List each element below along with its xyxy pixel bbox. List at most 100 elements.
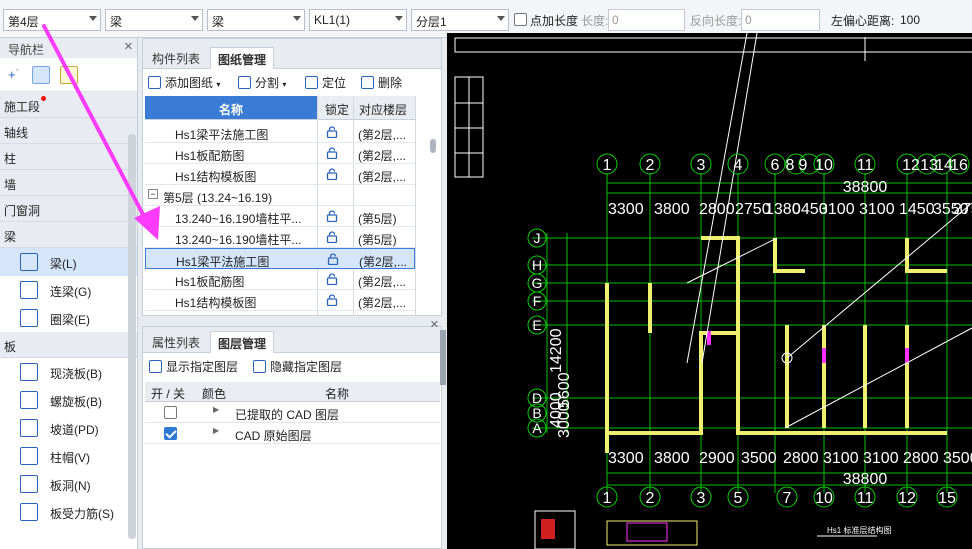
lock-icon[interactable]: [326, 210, 338, 222]
nav-item-spiral-slab[interactable]: 螺旋板(B): [0, 386, 137, 414]
nav-item-ramp[interactable]: 坡道(PD): [0, 414, 137, 442]
axis-label-top: 12: [902, 157, 920, 174]
chevron-right-icon[interactable]: ▶: [213, 405, 220, 414]
ring-beam-icon: [20, 309, 38, 327]
tab-drawing-management[interactable]: 图纸管理: [210, 47, 275, 69]
hide-layer-button[interactable]: 隐藏指定图层: [253, 358, 342, 375]
chevron-down-icon: [89, 16, 97, 21]
nav-section-construction-stage[interactable]: 施工段: [0, 92, 137, 118]
lock-icon[interactable]: [326, 294, 338, 306]
table-row[interactable]: Hs1结构模板图(第2层,...: [145, 290, 415, 311]
column-header-name: 名称: [325, 387, 350, 401]
add-drawing-button[interactable]: 添加图纸 ▾: [148, 74, 220, 91]
lock-icon[interactable]: [326, 273, 338, 285]
table-row[interactable]: Hs1结构模板图(第2层,...: [145, 164, 415, 185]
axis-label-left: D: [532, 390, 542, 406]
member-select[interactable]: KL1(1): [309, 9, 407, 31]
collapse-icon[interactable]: −: [148, 189, 158, 199]
row-name: 第5层 (13.24~16.19): [163, 191, 273, 205]
drawing-scrollbar[interactable]: [430, 139, 436, 153]
tab-property-list[interactable]: 属性列表: [145, 331, 207, 353]
nav-section-slab[interactable]: 板: [0, 332, 137, 358]
reference-lines: [686, 33, 972, 429]
offset-label: 左偏心距离:: [831, 14, 895, 28]
locate-icon: [305, 76, 318, 89]
column-header-color: 颜色: [202, 387, 227, 401]
action-label: 隐藏指定图层: [270, 360, 343, 374]
lock-icon[interactable]: [326, 231, 338, 243]
lock-icon[interactable]: [326, 126, 338, 138]
list-view-icon[interactable]: [32, 66, 50, 84]
nav-item-beam[interactable]: 梁(L): [0, 248, 137, 276]
layer-toggle-checkbox[interactable]: [164, 427, 177, 440]
add-length-label: 点加长度: [530, 14, 579, 28]
table-group-row[interactable]: −第5层 (13.24~16.19): [145, 185, 415, 206]
nav-section-axis[interactable]: 轴线: [0, 118, 137, 144]
sparkle-icon[interactable]: +˙: [8, 67, 20, 82]
split-button[interactable]: 分割 ▾: [238, 74, 286, 91]
layer-tabs: 属性列表 图层管理: [143, 327, 441, 353]
show-layer-button[interactable]: 显示指定图层: [149, 358, 238, 375]
reverse-length-input[interactable]: 0: [741, 9, 820, 31]
detail-view-icon[interactable]: [60, 66, 78, 84]
row-floor: (第2层,...: [358, 296, 407, 310]
type-select[interactable]: 梁: [207, 9, 305, 31]
nav-section-door-window[interactable]: 门窗洞: [0, 196, 137, 222]
lock-icon[interactable]: [326, 147, 338, 159]
tab-component-list[interactable]: 构件列表: [145, 47, 207, 69]
lock-icon[interactable]: [327, 253, 339, 265]
nav-item-ring-beam[interactable]: 圈梁(E): [0, 304, 137, 332]
floor-select-value: 第4层: [8, 15, 39, 29]
dimension-bottom: 2900: [699, 450, 735, 467]
dimension-top: 1450: [899, 201, 935, 218]
dimension-top: 3550: [933, 201, 969, 218]
close-icon[interactable]: ✕: [123, 41, 133, 53]
offset-input[interactable]: 100: [896, 9, 972, 31]
add-length-checkbox[interactable]: [514, 13, 527, 26]
marker-circle: [781, 352, 793, 364]
panel-splitter[interactable]: [440, 330, 446, 385]
column-header-lock[interactable]: 锁定: [325, 103, 350, 117]
chevron-right-icon[interactable]: ▶: [213, 426, 220, 435]
sublayer-select[interactable]: 分层1: [411, 9, 509, 31]
layer-panel: ✕ 属性列表 图层管理 显示指定图层 隐藏指定图层 开 / 关 颜色 名称 ▶ …: [142, 319, 442, 549]
table-row[interactable]: Hs1板配筋图(第2层,...: [145, 269, 415, 290]
tab-label: 属性列表: [152, 336, 201, 350]
row-floor: (第2层,...: [359, 255, 408, 269]
floor-select[interactable]: 第4层: [3, 9, 101, 31]
layer-row[interactable]: ▶ CAD 原始图层: [145, 423, 440, 444]
dimension-bottom: 3500: [741, 450, 777, 467]
nav-item-column-cap[interactable]: 柱帽(V): [0, 442, 137, 470]
layer-toggle-checkbox[interactable]: [164, 406, 177, 419]
table-row[interactable]: 13.240~16.190墙柱平...(第5层): [145, 206, 415, 227]
length-input[interactable]: 0: [608, 9, 685, 31]
close-icon[interactable]: ✕: [429, 319, 439, 331]
nav-section-wall[interactable]: 墙: [0, 170, 137, 196]
top-toolbar: 第4层 梁 梁 KL1(1) 分层1 点加长度 长度: 0 反向长度: 0 左偏…: [0, 0, 972, 38]
nav-section-column[interactable]: 柱: [0, 144, 137, 170]
locate-button[interactable]: 定位: [305, 74, 346, 91]
nav-section-beam[interactable]: 梁: [0, 222, 137, 248]
column-header-floor[interactable]: 对应楼层: [359, 103, 408, 117]
column-header-name[interactable]: 名称: [145, 96, 317, 119]
table-row-selected[interactable]: Hs1梁平法施工图(第2层,...: [145, 248, 415, 269]
delete-button[interactable]: 删除: [361, 74, 402, 91]
nav-title-bar: 导航栏 ✕: [0, 38, 137, 58]
layer-row[interactable]: ▶ 已提取的 CAD 图层: [145, 402, 440, 423]
drawing-grid-header: 名称 锁定 对应楼层: [145, 96, 415, 120]
row-name: 13.240~16.190墙柱平...: [175, 233, 302, 247]
nav-item-slab-hole[interactable]: 板洞(N): [0, 470, 137, 498]
nav-item-slab-rebar[interactable]: 板受力筋(S): [0, 498, 137, 526]
action-label: 显示指定图层: [166, 360, 239, 374]
table-row[interactable]: 13.240~16.190墙柱平...(第5层): [145, 227, 415, 248]
nav-item-coupling-beam[interactable]: 连梁(G): [0, 276, 137, 304]
category-select[interactable]: 梁: [105, 9, 203, 31]
table-row[interactable]: Hs1梁平法施工图(第2层,...: [145, 122, 415, 143]
lock-icon[interactable]: [326, 168, 338, 180]
nav-item-cast-slab[interactable]: 现浇板(B): [0, 358, 137, 386]
nav-scrollbar[interactable]: [128, 134, 136, 539]
table-row[interactable]: Hs1板配筋图(第2层,...: [145, 143, 415, 164]
tab-layer-management[interactable]: 图层管理: [210, 331, 275, 353]
